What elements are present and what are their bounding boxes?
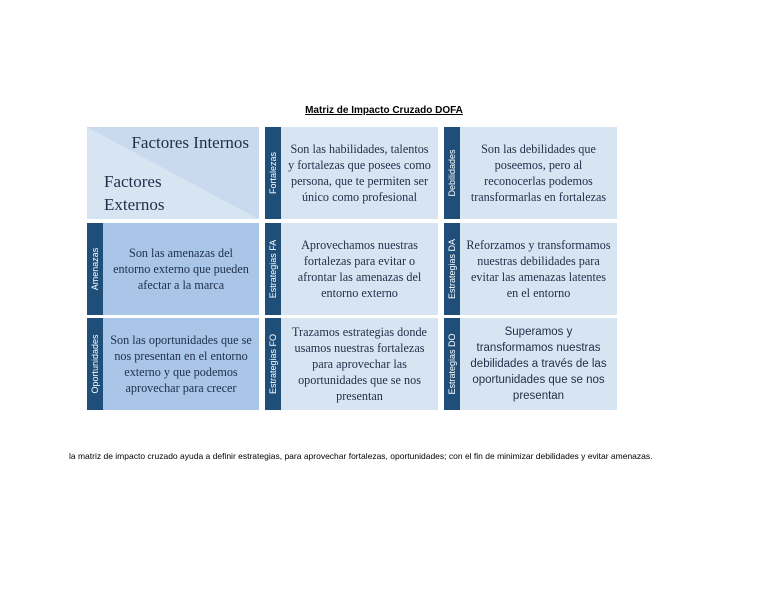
label-oportunidades: Oportunidades xyxy=(87,318,103,410)
corner-cell: Factores Internos Factores Externos xyxy=(87,127,259,219)
explanatory-note: la matriz de impacto cruzado ayuda a def… xyxy=(69,451,653,461)
cell-estrategias-do: Superamos y transformamos nuestras debil… xyxy=(460,318,617,410)
cell-estrategias-fo: Trazamos estrategias donde usamos nuestr… xyxy=(281,318,438,410)
label-estrategias-fo: Estrategias FO xyxy=(265,318,281,410)
label-fortalezas: Fortalezas xyxy=(265,127,281,219)
corner-diagonal xyxy=(87,127,259,219)
cell-fortalezas: Son las habilidades, talentos y fortalez… xyxy=(281,127,438,219)
cell-estrategias-da: Reforzamos y transformamos nuestras debi… xyxy=(460,223,617,315)
dofa-matrix: Factores Internos Factores Externos Fort… xyxy=(87,127,617,410)
cell-oportunidades: Son las oportunidades que se nos present… xyxy=(103,318,259,410)
label-estrategias-da: Estrategias DA xyxy=(444,223,460,315)
cell-estrategias-fa: Aprovechamos nuestras fortalezas para ev… xyxy=(281,223,438,315)
label-debilidades: Debilidades xyxy=(444,127,460,219)
label-estrategias-do: Estrategias DO xyxy=(444,318,460,410)
cell-debilidades: Son las debilidades que poseemos, pero a… xyxy=(460,127,617,219)
document-title: Matriz de Impacto Cruzado DOFA xyxy=(305,105,463,116)
cell-amenazas: Son las amenazas del entorno externo que… xyxy=(103,223,259,315)
factores-externos-label: Factores Externos xyxy=(104,172,165,214)
label-estrategias-fa: Estrategias FA xyxy=(265,223,281,315)
factores-internos-label: Factores Internos xyxy=(131,133,249,152)
label-amenazas: Amenazas xyxy=(87,223,103,315)
